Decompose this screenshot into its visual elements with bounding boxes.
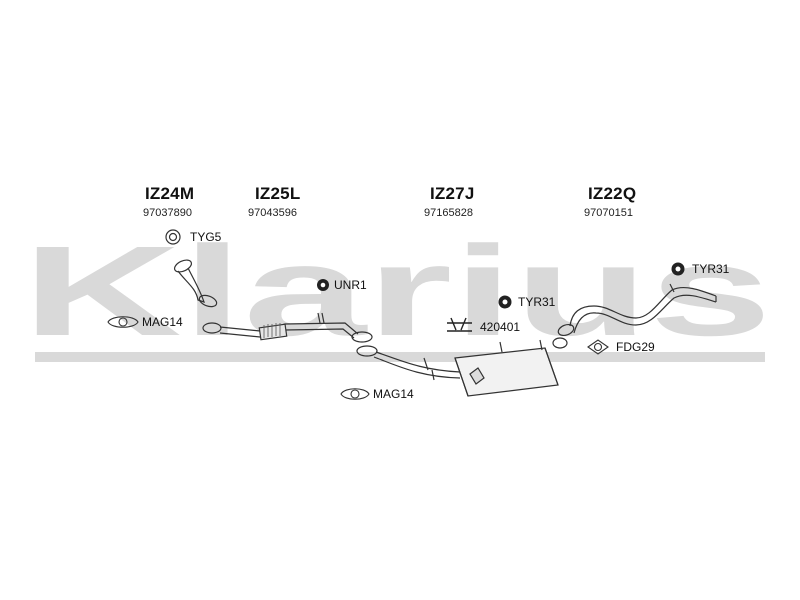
diamond-gasket-icon	[587, 339, 609, 355]
section-code-3: IZ27J	[430, 184, 475, 203]
flange-gasket-icon	[340, 388, 370, 400]
section-part-number-3: 97165828	[424, 207, 473, 219]
section-code-1: IZ24M	[145, 184, 195, 203]
watermark-text: Klarius	[22, 220, 772, 363]
fitting-label-fdg29: FDG29	[616, 340, 655, 354]
flange-gasket-icon	[107, 316, 139, 328]
section-code-4: IZ22Q	[588, 184, 637, 203]
front-pipe-iz24m	[173, 259, 218, 308]
fitting-label-mag14-bottom: MAG14	[373, 387, 414, 401]
fitting-label-mag14-left: MAG14	[142, 315, 183, 329]
section-part-number-4: 97070151	[584, 207, 633, 219]
rubber-hanger-icon	[498, 295, 512, 309]
fitting-label-unr1: UNR1	[334, 278, 367, 292]
center-silencer-iz27j	[356, 337, 568, 397]
rubber-hanger-icon	[671, 262, 685, 276]
flex-pipe-iz25l	[202, 312, 373, 343]
mounting-bracket-icon	[447, 317, 472, 332]
tail-pipe-iz22q	[557, 283, 717, 337]
section-code-2: IZ25L	[255, 184, 301, 203]
fitting-label-tyr31-center: TYR31	[518, 295, 556, 309]
watermark-bar	[35, 352, 765, 362]
gasket-ring-icon	[165, 229, 181, 245]
fitting-label-tyr31-right: TYR31	[692, 262, 730, 276]
fitting-label-420401: 420401	[480, 320, 521, 334]
section-part-number-1: 97037890	[143, 207, 192, 219]
rubber-mount-icon	[317, 279, 329, 291]
section-part-number-2: 97043596	[248, 207, 297, 219]
fitting-label-tyg5: TYG5	[190, 230, 222, 244]
